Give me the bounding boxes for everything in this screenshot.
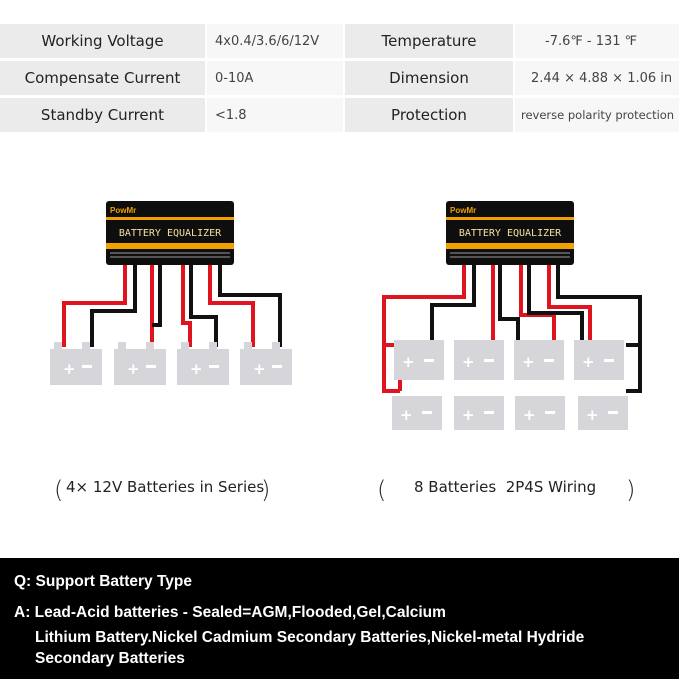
battery-icon: + xyxy=(515,396,565,430)
caption-paren-open: ( xyxy=(54,476,64,504)
battery-equalizer-device: PowMr BATTERY EQUALIZER xyxy=(106,201,234,265)
wire-black xyxy=(527,265,584,345)
wires xyxy=(62,265,282,347)
spec-value: <1.8 xyxy=(207,98,343,132)
right-diagram-caption: 8 Batteries 2P4S Wiring xyxy=(414,478,597,496)
wire-black xyxy=(218,265,282,347)
qa-answer-line: Lithium Battery.Nickel Cadmium Secondary… xyxy=(35,629,585,646)
svg-text:+: + xyxy=(253,360,266,378)
parallel-series-wiring-diagram: PowMr BATTERY EQUALIZER + + + + + + + + xyxy=(382,201,642,430)
svg-text:+: + xyxy=(190,360,203,378)
spec-label: Protection xyxy=(345,98,513,132)
wire-black xyxy=(556,265,642,393)
spec-value: reverse polarity protection xyxy=(515,98,679,132)
battery-icon: + xyxy=(240,342,292,385)
caption-paren-close: ) xyxy=(626,476,636,504)
svg-text:+: + xyxy=(402,353,415,371)
spec-row: Working Voltage 4x0.4/3.6/6/12V Temperat… xyxy=(0,24,679,58)
wires xyxy=(382,265,642,393)
device-brand: PowMr xyxy=(450,206,476,215)
svg-text:+: + xyxy=(462,406,475,424)
battery-icon: + xyxy=(574,340,624,380)
spec-value: -7.6℉ - 131 ℉ xyxy=(515,24,679,58)
battery-icon: + xyxy=(394,340,444,380)
spec-label: Temperature xyxy=(345,24,513,58)
qa-answer-line: Secondary Batteries xyxy=(35,650,185,667)
svg-text:+: + xyxy=(586,406,599,424)
series-wiring-diagram: PowMr BATTERY EQUALIZER + + + + xyxy=(50,201,292,385)
wire-red xyxy=(62,265,127,347)
battery-icon: + xyxy=(392,396,442,430)
wire-black xyxy=(189,265,218,347)
spec-value: 4x0.4/3.6/6/12V xyxy=(207,24,343,58)
battery-type-qa-panel: Q: Support Battery Type A: Lead-Acid bat… xyxy=(0,558,679,679)
spec-table: Working Voltage 4x0.4/3.6/6/12V Temperat… xyxy=(0,24,679,134)
spec-value: 0-10A xyxy=(207,61,343,95)
spec-row: Compensate Current 0-10A Dimension 2.44 … xyxy=(0,61,679,95)
left-diagram-caption: 4× 12V Batteries in Series xyxy=(66,478,265,496)
spec-row: Standby Current <1.8 Protection reverse … xyxy=(0,98,679,132)
wire-red xyxy=(208,265,255,347)
battery-equalizer-device: PowMr BATTERY EQUALIZER xyxy=(446,201,574,265)
spec-label: Working Voltage xyxy=(0,24,205,58)
device-brand: PowMr xyxy=(110,206,136,215)
wire-black xyxy=(90,265,137,347)
battery-icon: + xyxy=(177,342,229,385)
svg-text:+: + xyxy=(582,353,595,371)
spec-label: Dimension xyxy=(345,61,513,95)
battery-group: + + + + + + + + xyxy=(392,340,628,430)
device-name: BATTERY EQUALIZER xyxy=(459,228,562,239)
svg-text:+: + xyxy=(522,353,535,371)
battery-icon: + xyxy=(50,342,102,385)
svg-text:+: + xyxy=(462,353,475,371)
spec-label: Compensate Current xyxy=(0,61,205,95)
wire-black xyxy=(152,265,162,327)
battery-icon: + xyxy=(514,340,564,380)
battery-icon: + xyxy=(454,340,504,380)
device-name: BATTERY EQUALIZER xyxy=(119,228,222,239)
svg-text:+: + xyxy=(63,360,76,378)
svg-text:+: + xyxy=(127,360,140,378)
battery-group: + + + + xyxy=(50,342,292,385)
wire-black xyxy=(498,265,520,345)
wire-black xyxy=(430,265,476,345)
wire-red xyxy=(181,265,192,347)
qa-question: Q: Support Battery Type xyxy=(14,573,192,590)
wire-red xyxy=(382,265,466,393)
svg-text:+: + xyxy=(400,406,413,424)
battery-icon: + xyxy=(454,396,504,430)
spec-value: 2.44 × 4.88 × 1.06 in xyxy=(515,61,679,95)
spec-label: Standby Current xyxy=(0,98,205,132)
caption-paren-open: ( xyxy=(377,476,387,504)
svg-text:+: + xyxy=(523,406,536,424)
qa-answer-line: A: Lead-Acid batteries - Sealed=AGM,Floo… xyxy=(14,604,446,621)
wire-red xyxy=(547,265,592,345)
caption-paren-close: ) xyxy=(261,476,271,504)
battery-icon: + xyxy=(578,396,628,430)
battery-icon: + xyxy=(114,342,166,385)
